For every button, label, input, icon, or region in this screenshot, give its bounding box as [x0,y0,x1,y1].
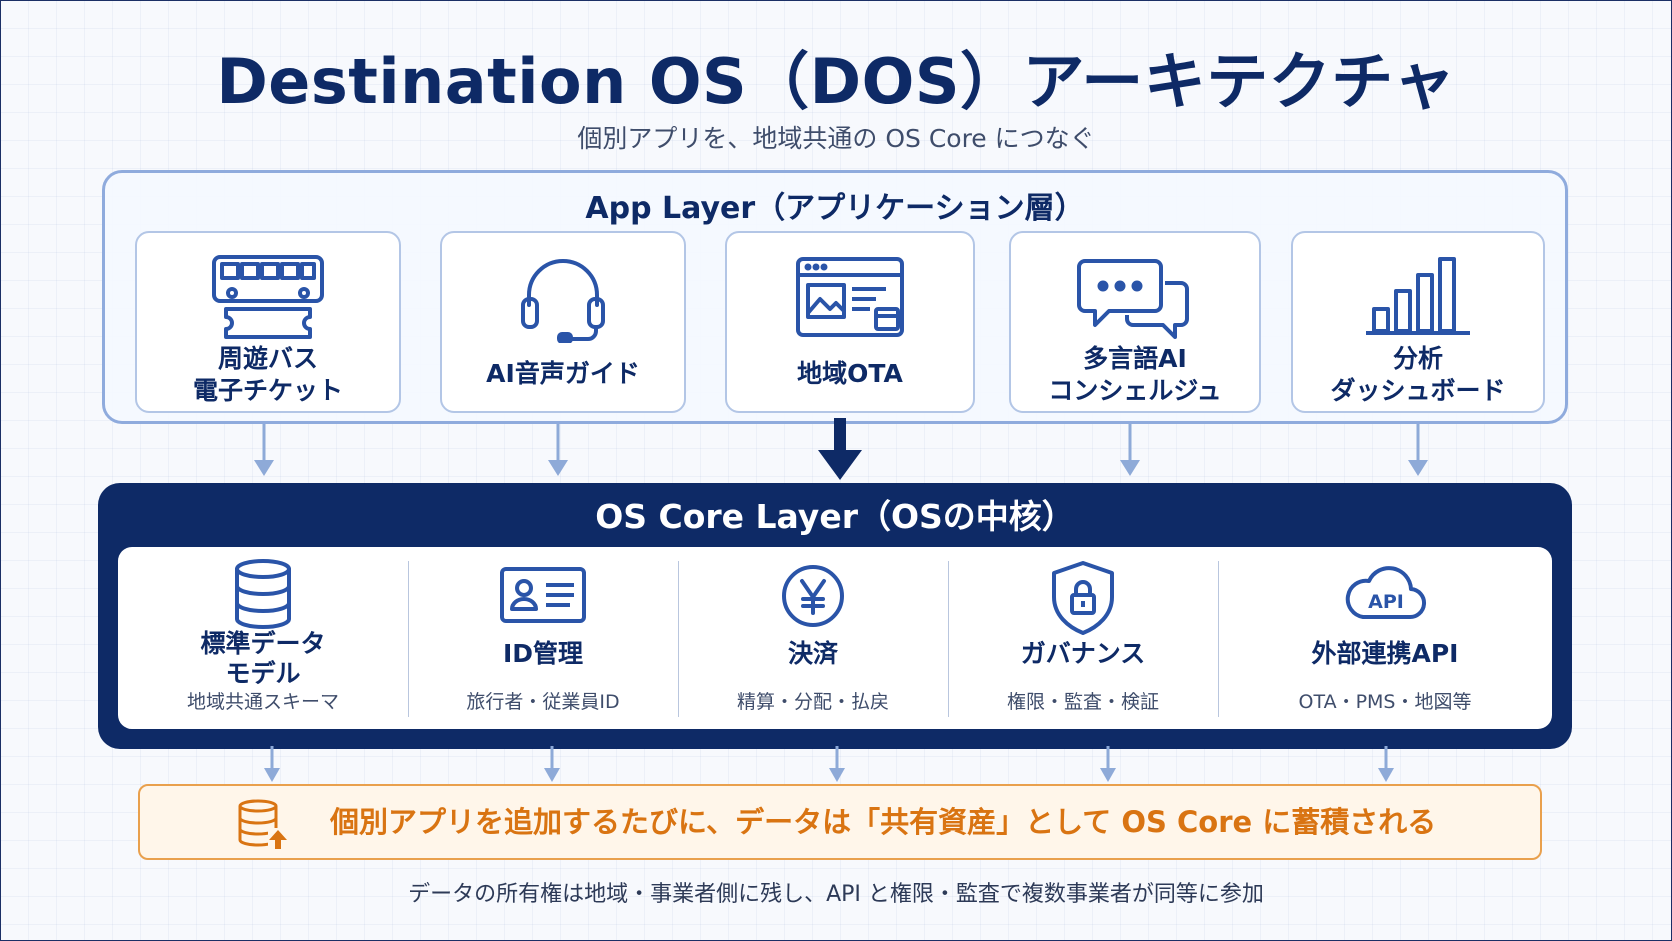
banner-text: 個別アプリを追加するたびに、データは「共有資産」として OS Core に蓄積さ… [330,805,1437,839]
bar-chart-icon [1366,257,1470,335]
api-cloud-icon: API [1345,566,1427,620]
core-item-subtext: 旅行者・従業員ID [466,691,620,713]
app-card-regional-ota[interactable]: 地域OTA [725,231,975,413]
app-card-bus-ticket[interactable]: 周遊バス電子チケット [135,231,401,413]
divider [408,561,409,717]
divider [678,561,679,717]
core-item-label: ID管理 [502,639,584,668]
app-card-label: 地域OTA [797,359,903,388]
core-item-subtext: 地域共通スキーマ [186,691,339,713]
down-arrow-icon [1378,746,1394,782]
chat-bubbles-icon [1077,259,1189,339]
app-card-label: 周遊バス電子チケット [192,344,343,405]
database-upload-icon [238,799,288,850]
footnote: データの所有権は地域・事業者側に残し、API と権限・監査で複数事業者が同等に参… [408,882,1264,907]
main-down-arrow-icon [818,418,862,480]
svg-text:API: API [1368,591,1404,613]
core-item-standard-data-model[interactable]: 標準データモデル 地域共通スキーマ [118,547,408,729]
page-subtitle: 個別アプリを、地域共通の OS Core につなぐ [577,124,1095,153]
core-layer-title: OS Core Layer（OSの中核） [595,497,1075,536]
core-item-external-api[interactable]: API 外部連携API OTA・PMS・地図等 [1218,547,1552,729]
database-icon [235,559,291,629]
app-card-ai-voice-guide[interactable]: AI音声ガイド [440,231,686,413]
core-item-label: ガバナンス [1020,639,1146,668]
app-card-analytics-dashboard[interactable]: 分析ダッシュボード [1291,231,1545,413]
core-item-subtext: 精算・分配・払戻 [736,691,889,713]
core-item-label: 決済 [787,639,838,668]
down-arrow-icon [1120,424,1140,476]
page-title: Destination OS（DOS）アーキテクチャ [216,45,1456,118]
shared-asset-banner: 個別アプリを追加するたびに、データは「共有資産」として OS Core に蓄積さ… [138,784,1542,860]
down-arrow-icon [254,424,274,476]
down-arrow-icon [548,424,568,476]
down-arrow-icon [829,746,845,782]
down-arrow-icon [1408,424,1428,476]
core-item-id-management[interactable]: ID管理 旅行者・従業員ID [408,547,678,729]
headset-icon [521,259,605,343]
core-item-subtext: OTA・PMS・地図等 [1298,691,1472,713]
id-card-icon [500,567,586,623]
core-item-payment[interactable]: 決済 精算・分配・払戻 [678,547,948,729]
core-item-governance[interactable]: ガバナンス 権限・監査・検証 [948,547,1218,729]
down-arrow-icon [1100,746,1116,782]
core-item-subtext: 権限・監査・検証 [1006,691,1159,713]
divider [1218,561,1219,717]
app-layer: App Layer（アプリケーション層） 周遊バス電子チケット [102,170,1568,424]
core-item-label: 外部連携API [1311,639,1459,668]
down-arrow-icon [544,746,560,782]
core-layer-panel: 標準データモデル 地域共通スキーマ ID管理 旅行者・従業員ID [118,547,1552,729]
app-card-label: 分析ダッシュボード [1330,344,1506,405]
core-layer: OS Core Layer（OSの中核） 標準データモデル 地域共通スキーマ [98,483,1572,749]
app-layer-title: App Layer（アプリケーション層） [585,191,1085,226]
shield-lock-icon [1052,561,1114,635]
yen-coin-icon [782,565,844,627]
bus-ticket-icon [212,255,324,339]
app-card-label: AI音声ガイド [486,359,640,388]
divider [948,561,949,717]
core-item-label: 標準データモデル [200,629,326,688]
browser-window-icon [796,257,904,337]
down-arrow-icon [264,746,280,782]
